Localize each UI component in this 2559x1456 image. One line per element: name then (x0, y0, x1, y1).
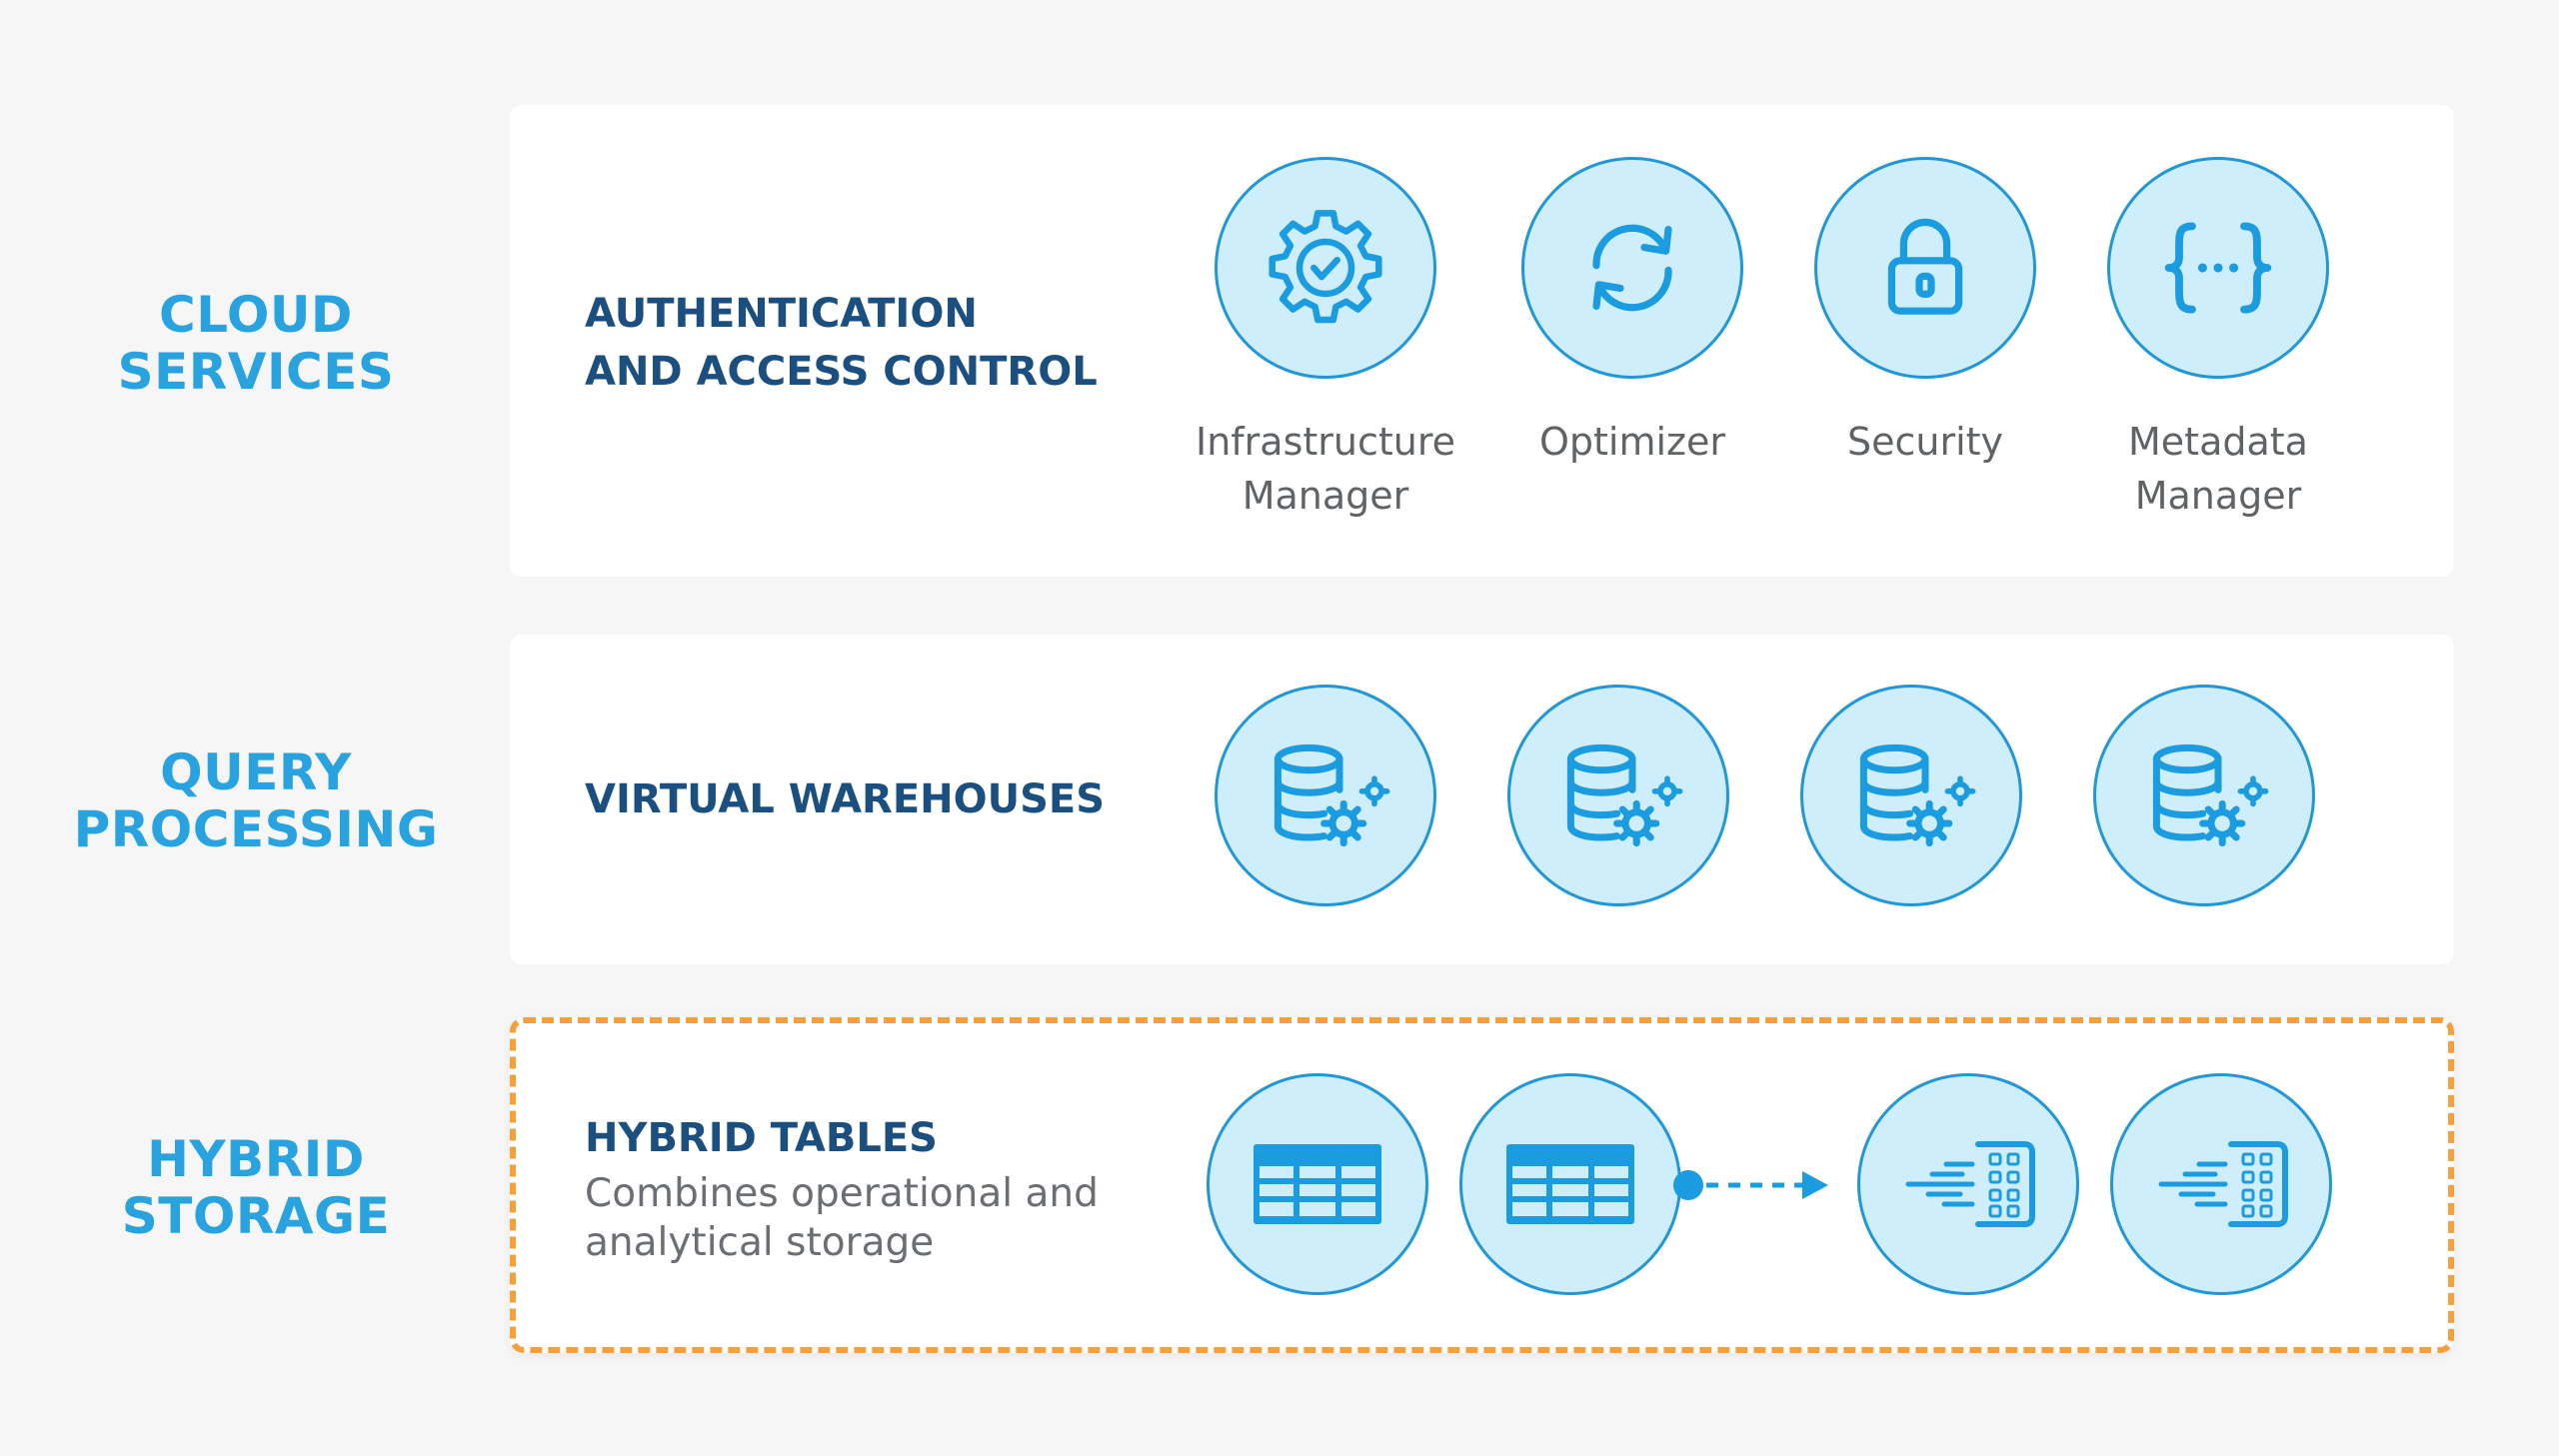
database-gear-icon (1274, 743, 1390, 847)
gear-check-icon (1269, 210, 1382, 324)
lock-icon (1887, 218, 1963, 315)
columnar-data-icon (2158, 1141, 2288, 1227)
data-flow-arrow (1673, 1170, 1828, 1200)
database-gear-icon (1859, 743, 1976, 847)
panel-subtitle-hybrid-tables: Combines operational and analytical stor… (585, 1171, 1099, 1265)
panel-title-hybrid-tables: HYBRID TABLES (585, 1115, 938, 1161)
braces-icon (2164, 222, 2272, 314)
columnar-circle (2110, 1073, 2332, 1295)
table-circle (1207, 1073, 1428, 1295)
optimizer-circle (1521, 157, 1743, 379)
table-icon (1506, 1144, 1634, 1224)
table-icon (1254, 1144, 1381, 1224)
columnar-data-icon (1905, 1141, 2035, 1227)
warehouse-circle (1215, 685, 1436, 906)
panel-title-authentication: AUTHENTICATION AND ACCESS CONTROL (585, 291, 1098, 395)
warehouse-circle (1800, 685, 2022, 906)
metadata-manager-circle (2107, 157, 2329, 379)
database-gear-icon (2152, 743, 2269, 847)
service-label-infrastructure-manager: Infrastructure Manager (1195, 420, 1456, 518)
security-circle (1814, 157, 2036, 379)
warehouse-circle (1507, 685, 1729, 906)
columnar-circle (1857, 1073, 2079, 1295)
service-label-metadata-manager: Metadata Manager (2128, 420, 2308, 518)
panel-hybrid-storage: HYBRID TABLES Combines operational and a… (510, 1017, 2454, 1353)
warehouse-circle (2093, 685, 2315, 906)
panel-title-virtual-warehouses: VIRTUAL WAREHOUSES (585, 776, 1106, 822)
layer-label-hybrid-storage: HYBRID STORAGE (121, 1130, 391, 1245)
service-label-security: Security (1846, 420, 2004, 464)
service-label-optimizer: Optimizer (1538, 420, 1725, 464)
database-gear-icon (1566, 743, 1683, 847)
layer-label-query-processing: QUERY PROCESSING (73, 743, 439, 858)
layer-label-cloud-services: CLOUD SERVICES (117, 286, 395, 401)
panel-query-processing: VIRTUAL WAREHOUSES (510, 635, 2454, 964)
table-circle (1459, 1073, 1681, 1295)
panel-cloud-services: AUTHENTICATION AND ACCESS CONTROL Infras… (510, 105, 2454, 577)
refresh-icon (1592, 224, 1672, 312)
infrastructure-manager-circle (1215, 157, 1436, 379)
